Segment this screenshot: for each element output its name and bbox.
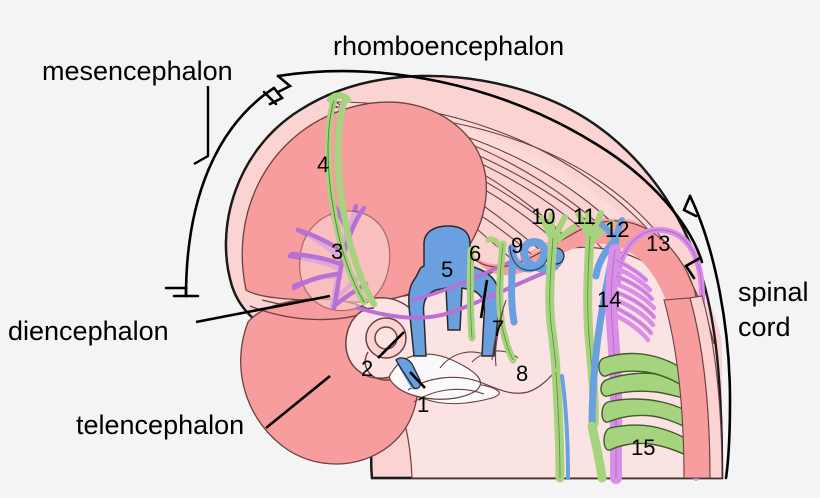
label-number-2: 2: [361, 356, 374, 381]
label-number-6: 6: [469, 241, 482, 266]
label-2-leader: [377, 331, 405, 359]
label-rhomboencephalon: rhomboencephalon: [333, 31, 565, 61]
nerve-1-blue-stub: [395, 357, 422, 390]
brace-mesencephalon: [164, 86, 285, 298]
label-number-4: 4: [317, 152, 330, 177]
nerve-6-green: [466, 246, 476, 342]
label-number-13: 13: [646, 231, 671, 256]
label-telencephalon: telencephalon: [76, 410, 245, 440]
diencephalon-leader: [195, 294, 331, 324]
spinal-nerve-roots-15: [598, 352, 704, 461]
descending-green-trunks: [551, 367, 607, 483]
spinal-cord-bands: [663, 295, 723, 479]
label-number-8: 8: [516, 361, 529, 386]
label-number-7: 7: [492, 316, 505, 341]
mesencephalon-label-tick: [193, 86, 210, 166]
label-diencephalon: diencephalon: [8, 316, 169, 346]
telencephalon-leader: [265, 374, 331, 430]
label-number-15: 15: [631, 435, 656, 460]
label-number-5: 5: [441, 257, 454, 282]
label-number-14: 14: [597, 287, 622, 312]
label-number-10: 10: [531, 204, 556, 229]
trigeminal-ganglion-blue: [408, 225, 500, 357]
label-number-3: 3: [331, 239, 344, 264]
brace-rhomboencephalon: [276, 69, 704, 280]
label-number-9: 9: [511, 233, 524, 258]
nerve-8-green: [485, 236, 517, 367]
brace-spinal-cord: [682, 194, 732, 480]
label-spinal-cord-line2: cord: [738, 312, 791, 342]
label-number-12: 12: [605, 217, 630, 242]
label-1-leader: [409, 371, 426, 389]
label-mesencephalon: mesencephalon: [42, 56, 233, 86]
brace-mesencephalon-tick: [262, 90, 278, 106]
nerve-7-leader: [479, 279, 489, 319]
label-number-1: 1: [417, 392, 430, 417]
nerve-10-green-fan: [539, 212, 577, 377]
label-spinal-cord-line1: spinal: [738, 277, 809, 307]
nerve-4-green-arc: [324, 92, 378, 308]
leader-lines: [195, 294, 426, 430]
label-number-11: 11: [573, 204, 596, 229]
